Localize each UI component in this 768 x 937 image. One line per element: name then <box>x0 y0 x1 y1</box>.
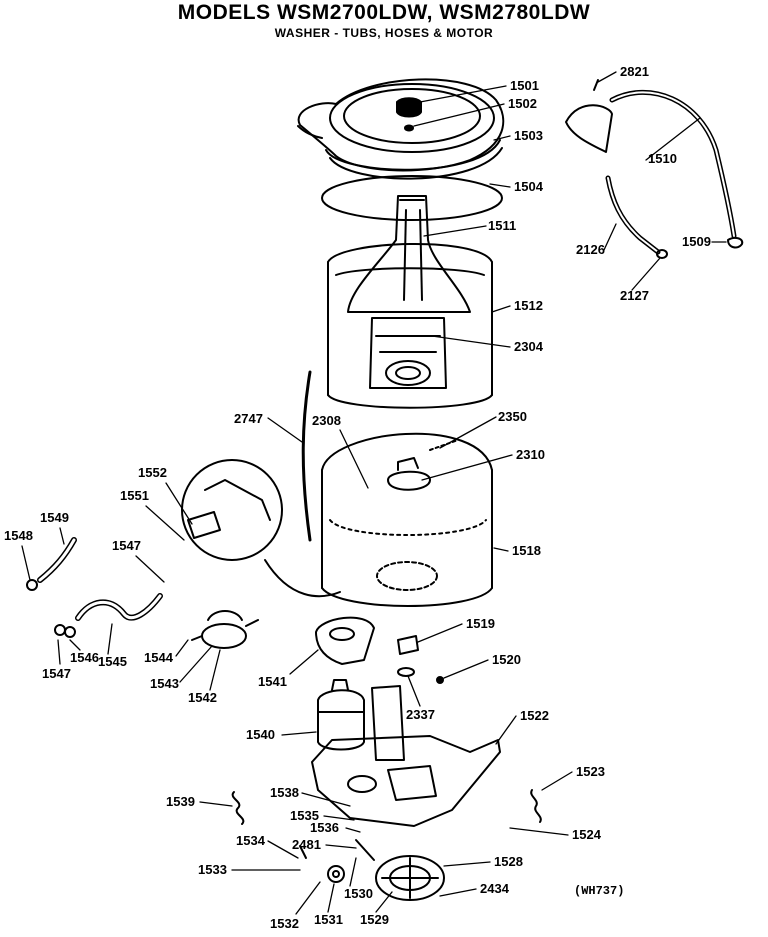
reference-code: (WH737) <box>574 884 624 898</box>
agitator-cap <box>396 97 422 132</box>
part-label: 1545 <box>98 654 127 669</box>
part-label: 2127 <box>620 288 649 303</box>
diagram-subtitle: WASHER - TUBS, HOSES & MOTOR <box>274 26 494 40</box>
motor-frame <box>311 685 501 827</box>
part-labels: 1501 1502 1503 1504 1511 1512 2304 2821 … <box>4 64 711 931</box>
part-label: 1551 <box>120 488 149 503</box>
part-label: 1539 <box>166 794 195 809</box>
part-label: 2350 <box>498 409 527 424</box>
part-label: 1518 <box>512 543 541 558</box>
part-label: 2304 <box>514 339 544 354</box>
part-label: 2434 <box>480 881 510 896</box>
fill-hose-assembly <box>565 79 744 249</box>
part-label: 1510 <box>648 151 677 166</box>
detail-label-plate <box>187 511 221 539</box>
overflow-tube <box>301 370 312 542</box>
part-label: 1535 <box>290 808 319 823</box>
part-label: 1530 <box>344 886 373 901</box>
outer-tub <box>321 432 493 607</box>
screw-1520 <box>436 676 444 684</box>
part-label: 1519 <box>466 616 495 631</box>
part-label: 1541 <box>258 674 287 689</box>
part-label: 2310 <box>516 447 545 462</box>
drive-pulley <box>375 855 445 901</box>
part-label: 1512 <box>514 298 543 313</box>
part-label: 2126 <box>576 242 605 257</box>
drain-hose-short <box>605 175 668 259</box>
part-label: 1542 <box>188 690 217 705</box>
part-label: 1534 <box>236 833 266 848</box>
small-parts <box>299 839 375 883</box>
leader-lines <box>21 71 727 915</box>
spring-1523 <box>530 789 542 823</box>
part-label: 1522 <box>520 708 549 723</box>
part-label: 1509 <box>682 234 711 249</box>
part-label: 1503 <box>514 128 543 143</box>
agitator <box>347 195 471 313</box>
part-label: 1523 <box>576 764 605 779</box>
pump <box>191 610 259 649</box>
part-label: 1547 <box>42 666 71 681</box>
part-label: 1538 <box>270 785 299 800</box>
part-label: 1552 <box>138 465 167 480</box>
part-label: 1544 <box>144 650 174 665</box>
tub-cover <box>297 78 505 180</box>
part-label: 1548 <box>4 528 33 543</box>
part-label: 1547 <box>112 538 141 553</box>
detail-leader <box>264 559 341 598</box>
spin-basket <box>327 243 493 409</box>
part-label: 2821 <box>620 64 649 79</box>
part-label: 1549 <box>40 510 69 525</box>
part-label: 1511 <box>488 218 516 233</box>
diagram-title: MODELS WSM2700LDW, WSM2780LDW <box>177 1 591 24</box>
part-label: 1502 <box>508 96 537 111</box>
part-label: 1531 <box>314 912 343 927</box>
detail-bracket <box>204 479 271 521</box>
part-label: 2747 <box>234 411 263 426</box>
part-label: 1520 <box>492 652 521 667</box>
detail-circle <box>181 459 283 561</box>
part-label: 1524 <box>572 827 602 842</box>
mounting-plate <box>315 616 375 665</box>
part-label: 1529 <box>360 912 389 927</box>
part-label: 2308 <box>312 413 341 428</box>
part-label: 1546 <box>70 650 99 665</box>
pulley-part-1519 <box>397 635 419 677</box>
agitator-base-hub <box>369 317 447 389</box>
spring-1539 <box>231 791 245 825</box>
part-label: 2481 <box>292 837 321 852</box>
part-label: 1540 <box>246 727 275 742</box>
part-label: 2337 <box>406 707 435 722</box>
part-label: 1504 <box>514 179 544 194</box>
part-label: 1543 <box>150 676 179 691</box>
tub-ring <box>321 175 503 221</box>
drive-hub <box>387 439 459 491</box>
part-label: 1528 <box>494 854 523 869</box>
part-label: 1533 <box>198 862 227 877</box>
part-label: 1536 <box>310 820 339 835</box>
part-label: 1532 <box>270 916 299 931</box>
drain-hose-left <box>26 537 163 638</box>
part-label: 1501 <box>510 78 539 93</box>
